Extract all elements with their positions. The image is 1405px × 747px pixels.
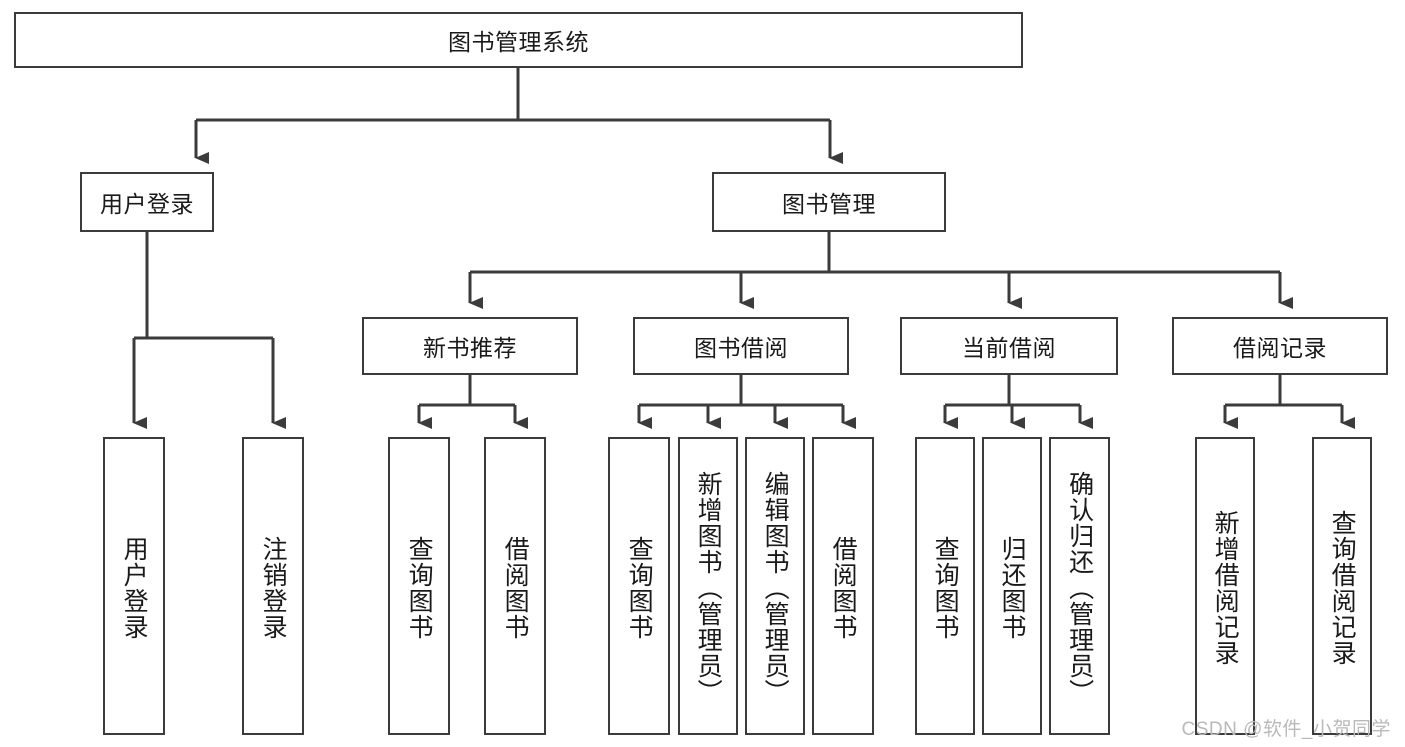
node-level3-1[interactable]: 图书借阅 [633, 317, 849, 375]
node-leaf-10[interactable]: 确认归还（管理员） [1049, 437, 1110, 735]
node-leaf-11[interactable]: 新增借阅记录 [1195, 437, 1255, 735]
node-level3-3-label: 借阅记录 [1233, 335, 1327, 361]
node-root-label: 图书管理系统 [448, 29, 589, 55]
node-leaf-2-label: 查询图书 [405, 536, 434, 640]
node-leaf-12-label: 查询借阅记录 [1328, 510, 1357, 666]
node-level2-1[interactable]: 图书管理 [712, 172, 946, 232]
node-leaf-7-label: 借阅图书 [829, 536, 858, 640]
node-level3-1-label: 图书借阅 [694, 335, 788, 361]
node-level2-0-label: 用户登录 [100, 191, 194, 217]
node-leaf-4-label: 查询图书 [625, 536, 654, 640]
node-leaf-3[interactable]: 借阅图书 [484, 437, 546, 735]
node-leaf-3-label: 借阅图书 [501, 536, 530, 640]
node-level3-2-label: 当前借阅 [962, 335, 1056, 361]
node-leaf-9[interactable]: 归还图书 [982, 437, 1042, 735]
node-leaf-6-label: 编辑图书（管理员） [761, 471, 790, 705]
node-leaf-1-label: 注销登录 [259, 536, 288, 640]
node-level2-1-label: 图书管理 [782, 191, 876, 217]
watermark: CSDN @软件_小贺同学 [1181, 719, 1391, 740]
node-leaf-12[interactable]: 查询借阅记录 [1312, 437, 1372, 735]
node-leaf-6[interactable]: 编辑图书（管理员） [745, 437, 805, 735]
node-leaf-10-label: 确认归还（管理员） [1065, 471, 1094, 705]
node-leaf-4[interactable]: 查询图书 [608, 437, 670, 735]
node-leaf-5-label: 新增图书（管理员） [694, 471, 723, 705]
node-leaf-5[interactable]: 新增图书（管理员） [678, 437, 738, 735]
node-leaf-7[interactable]: 借阅图书 [812, 437, 874, 735]
node-leaf-1[interactable]: 注销登录 [242, 437, 304, 735]
node-level3-0[interactable]: 新书推荐 [362, 317, 578, 375]
node-leaf-0[interactable]: 用户登录 [103, 437, 165, 735]
node-leaf-2[interactable]: 查询图书 [388, 437, 450, 735]
node-level3-0-label: 新书推荐 [423, 335, 517, 361]
node-root[interactable]: 图书管理系统 [14, 12, 1023, 68]
node-level3-3[interactable]: 借阅记录 [1172, 317, 1388, 375]
node-leaf-0-label: 用户登录 [120, 536, 149, 640]
node-level3-2[interactable]: 当前借阅 [900, 317, 1118, 375]
node-level2-0[interactable]: 用户登录 [80, 172, 214, 232]
node-leaf-8-label: 查询图书 [931, 536, 960, 640]
node-leaf-11-label: 新增借阅记录 [1211, 510, 1240, 666]
node-leaf-9-label: 归还图书 [998, 536, 1027, 640]
node-leaf-8[interactable]: 查询图书 [915, 437, 975, 735]
